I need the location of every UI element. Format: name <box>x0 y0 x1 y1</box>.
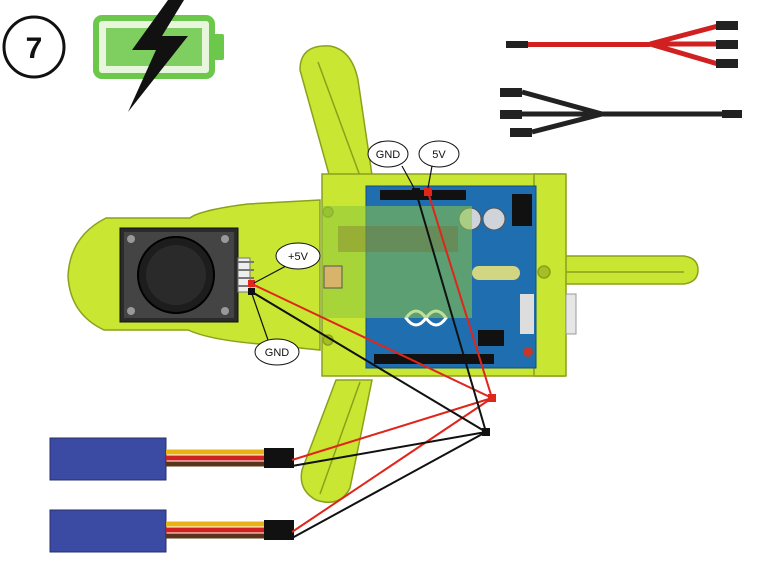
callout-5v-top: 5V <box>418 140 460 189</box>
power-wires <box>251 191 493 533</box>
black-y-jumper-cable <box>500 88 742 137</box>
power-junction <box>488 394 496 402</box>
red-y-jumper-cable <box>506 21 738 68</box>
callout-5v-joystick: +5V <box>253 242 321 284</box>
step-number: 7 <box>26 32 43 65</box>
thumb-joystick-module <box>119 227 254 323</box>
side-tab <box>565 293 577 335</box>
step-badge: 7 <box>2 15 66 79</box>
5v-label-joystick: +5V <box>288 251 309 263</box>
ground-wires <box>251 191 487 539</box>
servo-motor <box>49 509 294 553</box>
servo-motor <box>49 437 294 481</box>
callout-gnd-joystick: GND <box>251 293 300 366</box>
lightning-bolt-icon <box>128 0 188 112</box>
gnd-label-joystick: GND <box>265 347 290 359</box>
ground-junction <box>482 428 490 436</box>
5v-label-top: 5V <box>432 149 446 161</box>
charging-battery-icon <box>93 0 224 112</box>
gnd-label-top: GND <box>376 149 401 161</box>
callout-gnd-top: GND <box>367 140 415 189</box>
